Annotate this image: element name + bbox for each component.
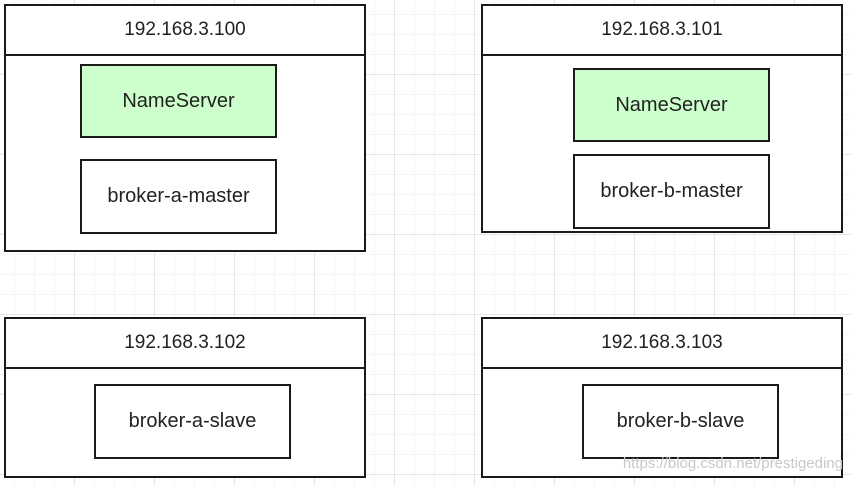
nameserver-node: NameServer xyxy=(573,68,770,142)
host-box-192-168-3-101: 192.168.3.101 NameServer broker-b-master xyxy=(481,4,843,233)
host-ip-label: 192.168.3.100 xyxy=(6,6,364,56)
broker-b-slave-node: broker-b-slave xyxy=(582,384,779,459)
host-ip-label: 192.168.3.101 xyxy=(483,6,841,56)
watermark-text: https://blog.csdn.net/prestigeding xyxy=(622,455,843,472)
host-box-192-168-3-100: 192.168.3.100 NameServer broker-a-master xyxy=(4,4,366,252)
host-box-192-168-3-103: 192.168.3.103 broker-b-slave xyxy=(481,317,843,478)
host-ip-label: 192.168.3.102 xyxy=(6,319,364,369)
broker-a-slave-node: broker-a-slave xyxy=(94,384,291,459)
nameserver-node: NameServer xyxy=(80,64,277,138)
broker-a-master-node: broker-a-master xyxy=(80,159,277,234)
broker-b-master-node: broker-b-master xyxy=(573,154,770,229)
host-ip-label: 192.168.3.103 xyxy=(483,319,841,369)
host-box-192-168-3-102: 192.168.3.102 broker-a-slave xyxy=(4,317,366,478)
